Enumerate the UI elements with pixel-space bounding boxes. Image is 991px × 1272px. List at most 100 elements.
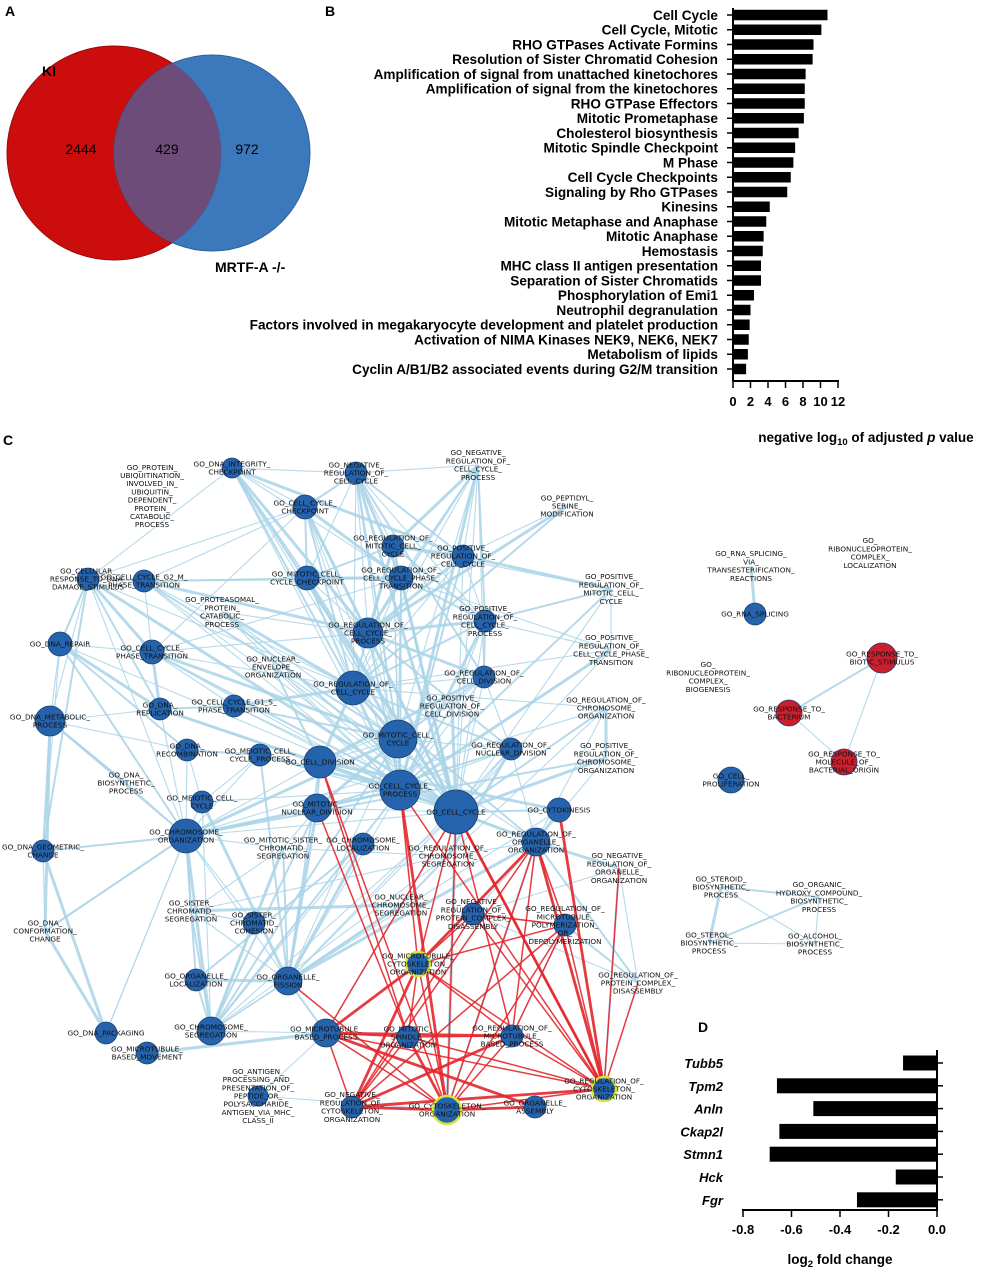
network-node-label: GO_CELL_CYCLE_G2_M_PHASE_TRANSITION — [101, 572, 188, 589]
network-edge — [352, 464, 479, 689]
network-node-circle — [335, 670, 371, 706]
venn-left-label: KI — [42, 63, 56, 79]
network-edge — [455, 464, 479, 813]
network-node-circle — [396, 1025, 420, 1049]
network-node: GO_CELLULAR_RESPONSE_TO_DNA_DAMAGE_STIMU… — [50, 566, 127, 591]
network-node: GO_MITOTIC_SISTER_CHROMATID_SEGREGATION — [244, 835, 323, 860]
pathway-label: Cell Cycle, Mitotic — [602, 23, 719, 38]
network-node-circle — [404, 950, 432, 978]
network-node-circle — [135, 1041, 159, 1065]
pathway-bar — [733, 260, 761, 271]
network-edge-red — [603, 982, 639, 1090]
network-edge — [87, 467, 233, 580]
network-edge-red — [455, 811, 513, 1037]
panel-c-letter: C — [3, 432, 13, 448]
network-edge — [352, 687, 512, 750]
network-edge-red — [351, 1105, 448, 1112]
fold-change-bar — [813, 1101, 937, 1117]
network-node-circle — [521, 827, 551, 857]
network-edge — [231, 466, 464, 558]
network-edge — [462, 464, 479, 557]
network-node-label: GO_MEIOTIC_CELL_CYCLE — [167, 793, 238, 810]
network-edge — [41, 850, 108, 1034]
network-node-label: GO_ORGANELLE_FISSION — [257, 972, 320, 989]
fold-change-x-tick-label: -0.4 — [829, 1222, 852, 1237]
network-edge — [355, 464, 479, 474]
pathway-x-tick-label: 6 — [782, 394, 789, 409]
network-edge — [477, 464, 485, 678]
network-edge — [708, 896, 820, 944]
network-node: GO_CELL_CYCLE — [426, 789, 486, 835]
venn-overlap-region — [114, 55, 221, 251]
network-node-label: GO_MEIOTIC_CELL_CYCLE_PROCESS — [225, 746, 296, 763]
pathway-bars — [733, 9, 828, 375]
pathway-bar — [733, 157, 794, 168]
network-edge — [186, 749, 261, 756]
network-node-circle — [190, 790, 214, 814]
network-node-circle — [381, 534, 405, 558]
network-edge — [184, 835, 213, 1032]
network-node: GO_MICROTUBULE_BASED_PROCESS — [290, 1018, 362, 1048]
network-node-circle — [175, 738, 199, 762]
network-edge — [231, 467, 306, 508]
network-node-label: GO_CELL_CYCLE_PHASE_TRANSITION — [116, 643, 188, 660]
pathway-label: Cyclin A/B1/B2 associated events during … — [352, 362, 718, 377]
network-node-circle — [546, 797, 572, 823]
network-node-circle — [168, 818, 204, 854]
pathway-label: MHC class II antigen presentation — [500, 259, 718, 274]
network-edge — [352, 676, 485, 689]
network-edge — [707, 886, 723, 944]
network-edge — [392, 545, 486, 622]
network-node-label: GO_MICROTUBULE_CYTOSKELETON_ORGANIZATION — [382, 951, 454, 976]
pathway-bar — [733, 127, 799, 139]
network-node-label: GO_REGULATION_OF_CHROMOSOME_ORGANIZATION — [566, 695, 646, 720]
network-node-label: GO_CELL_CYCLE_G1_S_PHASE_TRANSITION — [191, 697, 277, 714]
network-edge — [146, 1031, 327, 1055]
network-edge — [392, 544, 464, 558]
network-node-label: GO_RIBONUCLEOPROTEIN_COMPLEX_BIOGENESIS — [666, 660, 750, 694]
network-node: GO_CELL_CYCLE_CHECKPOINT — [274, 494, 337, 520]
pathway-bar — [733, 245, 763, 257]
fold-change-bar — [903, 1055, 937, 1071]
pathway-bar — [733, 113, 804, 124]
network-edge — [190, 847, 284, 912]
network-node: GO_ORGANELLE_LOCALIZATION — [165, 968, 228, 992]
network-edge — [355, 472, 486, 622]
network-edge — [720, 886, 820, 898]
pathway-bar — [733, 24, 822, 35]
network-edge — [105, 835, 187, 1034]
network-node-label: GO_ANTIGEN_PROCESSING_AND_PRESENTATION_O… — [222, 1067, 295, 1125]
network-edge — [143, 580, 401, 791]
network-edge — [59, 643, 153, 653]
network-node-circle — [590, 1075, 618, 1103]
network-node-circle — [379, 769, 421, 811]
network-edge — [201, 789, 401, 803]
network-node-label: GO_ALCOHOL_BIOSYNTHETIC_PROCESS — [786, 931, 844, 956]
network-node: GO_MITOTIC_CELL_CYCLE — [363, 719, 434, 759]
network-edge — [391, 463, 480, 548]
network-node: GO_POSITIVE_REGULATION_OF_CHROMOSOME_ORG… — [574, 741, 639, 775]
pathway-x-tick-label: 2 — [747, 394, 754, 409]
network-node: GO_REGULATION_OF_CELL_CYCLE — [313, 670, 393, 706]
network-edge — [352, 687, 537, 843]
network-node: GO_DNA_GEOMETRIC_CHANGE — [2, 839, 84, 863]
network-edge — [44, 835, 187, 932]
network-node-circle — [247, 1085, 269, 1107]
network-edge — [400, 577, 612, 651]
network-node: GO_PROTEASOMAL_PROTEIN_CATABOLIC_PROCESS — [185, 595, 259, 629]
network-node: GO_NUCLEAR_CHROMOSOME_SEGREGATION — [372, 892, 431, 917]
pathway-label: Cholesterol biosynthesis — [556, 126, 718, 141]
network-node: GO_CYTOKINESIS — [527, 797, 591, 823]
network-node-label: GO_RIBONUCLEOPROTEIN_COMPLEX_LOCALIZATIO… — [828, 536, 912, 570]
network-edge — [210, 811, 457, 1032]
network-node-circle — [196, 1016, 226, 1046]
network-edge-red — [316, 807, 409, 1038]
network-node: GO_REGULATION_OF_CHROMOSOME_ORGANIZATION — [566, 695, 646, 720]
pathway-label: M Phase — [663, 155, 719, 170]
network-edge-red — [399, 789, 605, 1090]
network-edge — [355, 472, 369, 634]
network-node-label: GO_DNA_BIOSYNTHETIC_PROCESS — [97, 770, 155, 795]
fold-change-bar — [769, 1146, 937, 1162]
network-node-label: GO_MITOTIC_SPINDLE_ORGANIZATION — [380, 1024, 436, 1049]
network-node-label: GO_ORGANELLE_ASSEMBLY — [504, 1098, 567, 1115]
